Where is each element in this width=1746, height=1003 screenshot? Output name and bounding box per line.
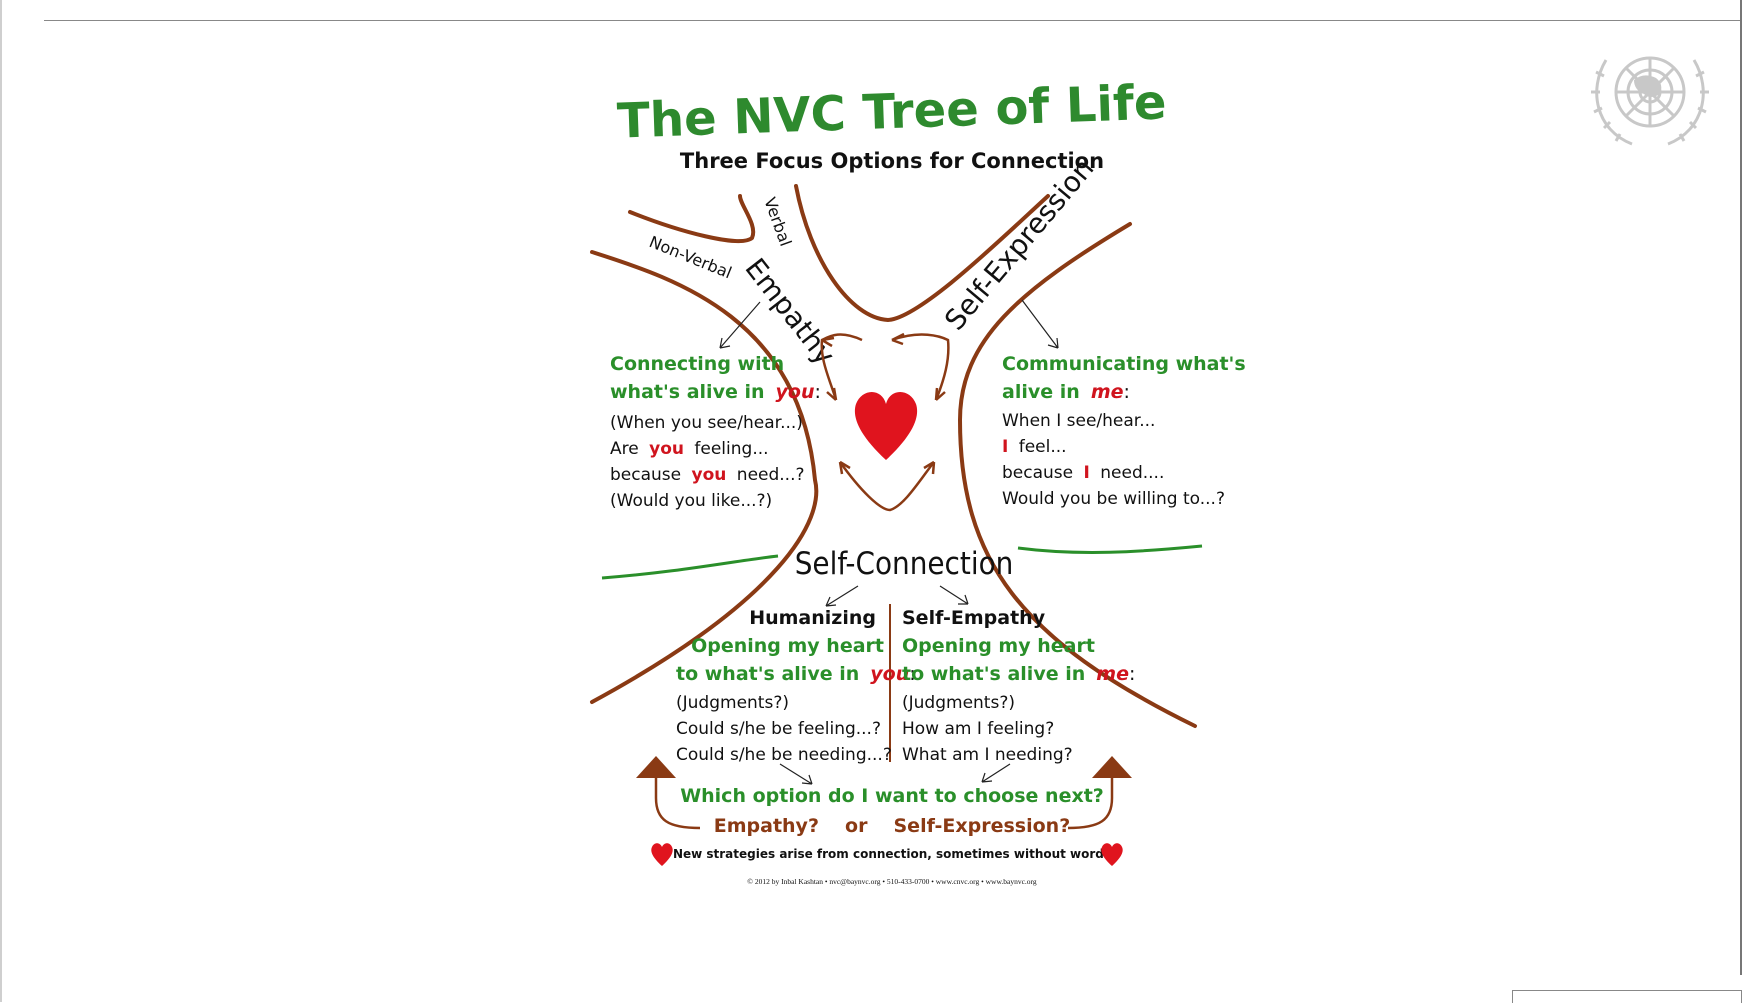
self-empathy-line2: to what's alive in me:: [902, 663, 1135, 685]
humanizing-line5: Could s/he be needing...?: [676, 745, 892, 765]
top-divider: [44, 20, 1740, 21]
branch-label-self-expression: Self-Expression: [938, 152, 1100, 337]
expression-line1: When I see/hear...: [1002, 411, 1155, 431]
self-empathy-line1: Opening my heart: [902, 635, 1095, 657]
bottom-tab: [1512, 990, 1742, 1003]
humanizing-line1: Opening my heart: [691, 635, 884, 657]
expression-heading-line1: Communicating what's: [1002, 353, 1246, 375]
heart-flow-arrows: [820, 332, 950, 512]
window-right-border: [1740, 0, 1742, 975]
humanizing-line2: to what's alive in you:: [676, 663, 916, 685]
self-empathy-block: Self-Empathy Opening my heart to what's …: [902, 607, 1135, 765]
expression-line4: Would you be willing to...?: [1002, 489, 1225, 509]
poster-subtitle: Three Focus Options for Connection: [680, 149, 1104, 173]
empathy-line3: because you need...?: [610, 465, 805, 485]
self-empathy-line3: (Judgments?): [902, 693, 1015, 713]
humanizing-heading: Humanizing: [749, 607, 876, 629]
tree-trunk: [590, 184, 1197, 728]
empathy-line4: (Would you like...?): [610, 491, 772, 511]
humanizing-line4: Could s/he be feeling...?: [676, 719, 881, 739]
next-option-question: Which option do I want to choose next?: [680, 785, 1104, 807]
heart-icon: [651, 843, 673, 866]
empathy-heading-line1: Connecting with: [610, 353, 784, 375]
self-empathy-heading: Self-Empathy: [902, 607, 1046, 629]
humanizing-block: Humanizing Opening my heart to what's al…: [676, 607, 916, 765]
empathy-line1: (When you see/hear...): [610, 413, 803, 433]
self-expression-block: Communicating what's alive in me: When I…: [1002, 353, 1246, 509]
un-emblem-icon: [1591, 56, 1709, 146]
window-left-border: [0, 0, 2, 1002]
choice-line: Empathy? or Self-Expression?: [714, 815, 1070, 837]
ground-line-left: [601, 554, 779, 580]
poster-title: The NVC Tree of Life: [616, 74, 1167, 149]
self-connection-heading: Self-Connection: [795, 546, 1014, 582]
humanizing-line3: (Judgments?): [676, 693, 789, 713]
self-empathy-line4: How am I feeling?: [902, 719, 1054, 739]
ground-line-right: [1017, 544, 1203, 554]
heart-icon: [854, 392, 918, 460]
expression-line3: because I need....: [1002, 463, 1164, 483]
empathy-heading-line2: what's alive in you:: [610, 381, 821, 403]
expression-line2: I feel...: [1002, 437, 1067, 457]
return-arrows: [636, 756, 1132, 830]
self-empathy-line5: What am I needing?: [902, 745, 1073, 765]
expression-heading-line2: alive in me:: [1002, 381, 1130, 403]
branch-label-verbal: Verbal: [760, 195, 795, 249]
empathy-block: Connecting with what's alive in you: (Wh…: [610, 353, 821, 511]
empathy-line2: Are you feeling...: [610, 439, 769, 459]
copyright-credit: © 2012 by Inbal Kashtan • nvc@baynvc.org…: [747, 877, 1037, 886]
heart-icon: [1101, 843, 1123, 866]
strategies-note: New strategies arise from connection, so…: [673, 847, 1111, 861]
